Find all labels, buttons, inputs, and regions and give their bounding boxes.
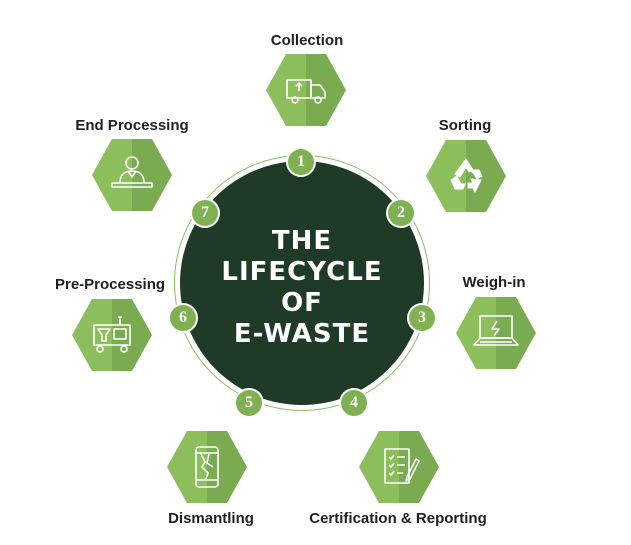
stage-number-7: 7 [192,200,218,226]
stage-number-1: 1 [288,149,314,175]
laptop-icon [473,315,519,346]
stage-hex-end-processing [92,139,172,211]
worker-icon [111,156,153,188]
machine-icon [93,316,131,353]
stage-hex-weigh-in [456,297,536,369]
stage-label-end-processing: End Processing [75,117,189,134]
broken-phone-icon [195,446,219,488]
stage-label-pre-processing: Pre-Processing [54,276,166,293]
stage-number-4: 4 [341,390,367,416]
truck-icon [286,79,326,104]
center-circle [180,161,424,405]
stage-number-2: 2 [388,200,414,226]
title-line: E-WASTE [233,319,371,349]
stage-number-6: 6 [170,305,196,331]
stage-label-sorting: Sorting [438,117,492,134]
stage-hex-collection [266,54,346,126]
stage-hex-certification [359,431,439,503]
stage-label-certification: Certification & Reporting [309,510,487,527]
recycle-icon [450,158,483,194]
title-line: OF [281,288,323,318]
checklist-icon [384,448,420,484]
stage-number-5: 5 [236,390,262,416]
stage-label-dismantling: Dismantling [168,510,254,527]
stage-number-3: 3 [409,305,435,331]
title-line: LIFECYCLE [221,257,383,287]
title-line: THE [271,226,333,256]
stage-hex-sorting [426,140,506,212]
diagram-title: THE LIFECYCLE OF E-WASTE [182,226,422,350]
stage-label-collection: Collection [270,32,344,49]
stage-hex-dismantling [167,431,247,503]
stage-hex-pre-processing [72,299,152,371]
stage-label-weigh-in: Weigh-in [462,274,526,291]
